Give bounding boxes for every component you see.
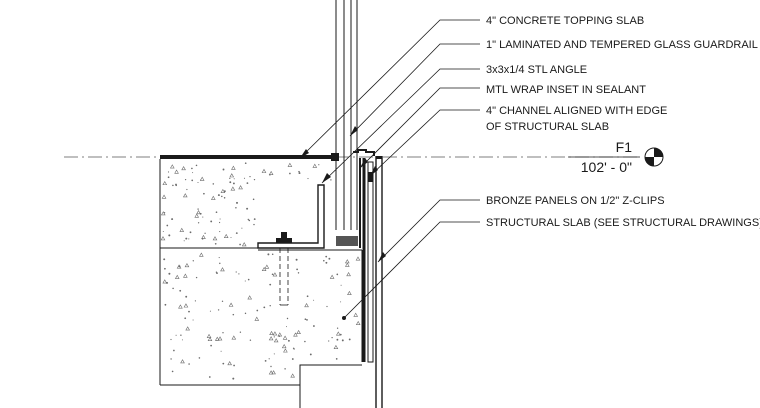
- note-glass-guardrail: 1" LAMINATED AND TEMPERED GLASS GUARDRAI…: [486, 39, 758, 51]
- mtl-wrap-channel: [353, 149, 383, 408]
- note-bronze-panels: BRONZE PANELS ON 1/2" Z-CLIPS: [486, 195, 665, 207]
- level-name: F1: [616, 139, 633, 155]
- leader-bronze-panels: [377, 199, 480, 263]
- level-datum-icon: [644, 147, 664, 167]
- note-topping-slab: 4" CONCRETE TOPPING SLAB: [486, 15, 644, 27]
- level-elevation: 102' - 0": [581, 159, 632, 175]
- note-stl-angle: 3x3x1/4 STL ANGLE: [486, 64, 587, 76]
- structural-slab: [159, 248, 363, 408]
- note-channel-line-2: OF STRUCTURAL SLAB: [486, 121, 609, 133]
- leader-topping-slab: [299, 19, 480, 159]
- leader-glass-guardrail: [349, 43, 480, 137]
- structural-slab-hatch: [162, 252, 361, 380]
- leader-channel: [369, 109, 480, 177]
- note-mtl-wrap: MTL WRAP INSET IN SEALANT: [486, 84, 646, 96]
- leader-mtl-wrap: [359, 87, 480, 169]
- callout-notes: 4" CONCRETE TOPPING SLAB 1" LAMINATED AN…: [486, 15, 760, 229]
- leader-structural-slab: [343, 221, 480, 319]
- level-marker: F1 102' - 0": [568, 139, 664, 175]
- leader-stl-angle: [321, 68, 480, 184]
- leader-arrowheads: [300, 126, 386, 320]
- note-structural-slab: STRUCTURAL SLAB (SEE STRUCTURAL DRAWINGS…: [486, 217, 760, 229]
- leader-lines: [299, 19, 480, 320]
- note-channel-line-1: 4" CHANNEL ALIGNED WITH EDGE: [486, 105, 667, 117]
- topping-slab-hatch: [160, 162, 332, 247]
- steel-angle: [257, 184, 325, 306]
- concrete-topping-slab: [159, 155, 337, 249]
